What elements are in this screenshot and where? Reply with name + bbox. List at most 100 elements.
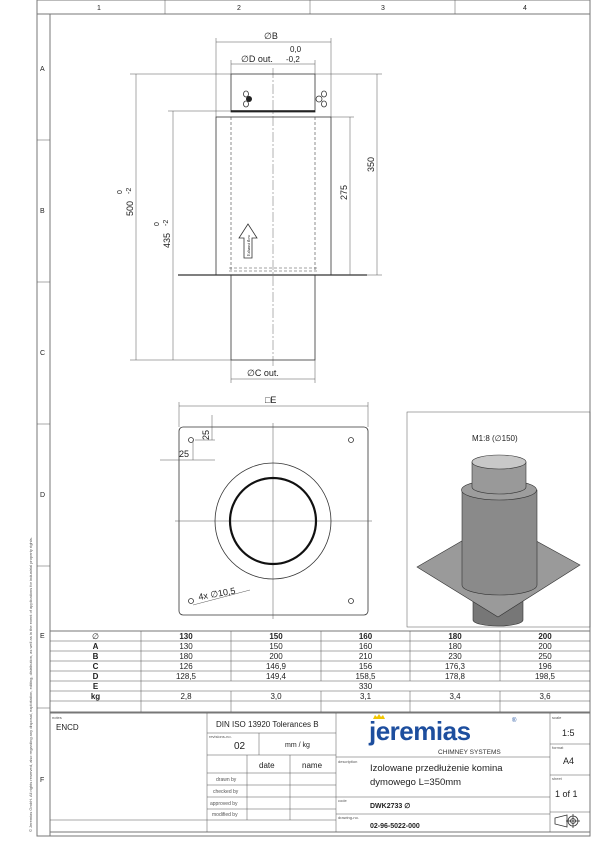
table-cell: 230	[448, 652, 462, 661]
scale-value: 1:5	[562, 728, 575, 738]
column-label-2: 2	[237, 5, 241, 12]
table-cell: 178,8	[445, 672, 466, 681]
brand-subtitle: CHIMNEY SYSTEMS	[438, 749, 501, 756]
table-cell: 200	[269, 652, 283, 661]
table-row-label: E	[93, 682, 99, 691]
table-cell: 156	[359, 662, 373, 671]
sheet-label: sheet	[552, 776, 563, 781]
table-cell: 3,6	[539, 692, 551, 701]
drawing-no-label: drawing-no.	[338, 815, 359, 820]
wing-nut-icon	[243, 90, 252, 108]
name-header: name	[302, 761, 323, 770]
mounting-hole-icon	[188, 598, 194, 604]
dim-25-vertical-label: 25	[201, 430, 211, 440]
dim-275-label: 275	[339, 185, 349, 200]
table-cell: 150	[269, 642, 283, 651]
dim-d-tol-lower: -0,2	[286, 55, 300, 64]
table-cell: 250	[538, 652, 552, 661]
table-cell: 158,5	[355, 672, 376, 681]
wing-nut-icon	[315, 90, 327, 108]
row-label-f: F	[40, 777, 44, 784]
units: mm / kg	[285, 742, 310, 749]
code-label: code	[338, 798, 347, 803]
dim-435-label: 435	[162, 233, 172, 248]
exhaust-flow-label: Exhaust flow	[246, 235, 251, 256]
mounting-hole-icon	[348, 598, 354, 604]
row-label-d: D	[40, 492, 45, 499]
table-cell: 176,3	[445, 662, 466, 671]
registered-mark: ®	[512, 717, 517, 724]
holes-label: 4x ∅10,5	[198, 586, 237, 602]
table-cell: 130	[179, 642, 193, 651]
first-angle-projection-icon	[554, 814, 580, 828]
iso-scale-label: M1:8 (∅150)	[472, 434, 518, 443]
dim-500-label: 500	[125, 201, 135, 216]
format-label: format	[552, 745, 564, 750]
notes-value: ENCD	[56, 723, 79, 732]
table-header-cell: 180	[448, 632, 462, 641]
code-value: DWK2733 ∅	[370, 802, 410, 810]
dim-435-tol-lower: -2	[163, 220, 170, 226]
brand-name: jeremias	[368, 716, 471, 746]
table-header-cell: 130	[179, 632, 193, 641]
table-cell: 3,1	[360, 692, 372, 701]
plan-view: □E 25 25 4x ∅10,5	[160, 395, 372, 619]
dim-c-label: ∅C out.	[247, 368, 279, 378]
table-cell: 3,4	[449, 692, 461, 701]
table-cell: 160	[359, 642, 373, 651]
drawing-no-value: 02-96-5022-000	[370, 823, 420, 830]
copyright-notice: © Jeremias GmbH. All rights reserved, al…	[28, 537, 33, 832]
description-line1: Izolowane przedłużenie komina	[370, 763, 503, 774]
approved-by-label: approved by	[210, 801, 238, 807]
jeremias-logo: jeremias ® CHIMNEY SYSTEMS	[368, 714, 517, 756]
table-cell: 146,9	[266, 662, 287, 671]
dim-b-label: ∅B	[264, 31, 278, 41]
table-cell: 128,5	[176, 672, 197, 681]
dim-25-horizontal-label: 25	[179, 449, 189, 459]
notes-label: notes	[52, 715, 62, 720]
drawn-by-label: drawn by	[216, 777, 237, 783]
modified-by-label: modified by	[212, 812, 238, 818]
table-cell: 210	[359, 652, 373, 661]
table-header-cell: 150	[269, 632, 283, 641]
table-row-label: kg	[91, 692, 100, 701]
title-block: notes ENCD DIN ISO 13920 Tolerances B re…	[49, 712, 591, 833]
dim-435-tol-upper: 0	[154, 222, 161, 226]
dim-350-label: 350	[366, 157, 376, 172]
dim-500-tol-lower: -2	[126, 188, 133, 194]
table-cell: 180	[179, 652, 193, 661]
format-value: A4	[563, 756, 574, 766]
dim-d-label: ∅D out.	[241, 54, 273, 64]
mounting-hole-icon	[188, 437, 194, 443]
table-header-cell: ∅	[92, 632, 99, 641]
description-label: description	[338, 759, 357, 764]
table-cell: 126	[179, 662, 193, 671]
description-line2: dymowego L=350mm	[370, 777, 461, 788]
tolerances: DIN ISO 13920 Tolerances B	[216, 720, 319, 729]
table-cell: 180	[448, 642, 462, 651]
column-label-3: 3	[381, 5, 385, 12]
table-cell: 149,4	[266, 672, 287, 681]
row-label-a: A	[40, 66, 45, 73]
dim-e-label: □E	[265, 395, 276, 405]
row-label-c: C	[40, 350, 45, 357]
table-cell: 3,0	[270, 692, 282, 701]
scale-label: scale	[552, 715, 562, 720]
dim-d-tol-upper: 0,0	[290, 45, 302, 54]
exhaust-flow-arrow-icon: Exhaust flow	[238, 223, 258, 259]
checked-by-label: checked by	[213, 789, 239, 795]
table-cell: 330	[359, 682, 373, 691]
table-cell: 2,8	[180, 692, 192, 701]
table-row-label: C	[93, 662, 99, 671]
mounting-hole-icon	[348, 437, 354, 443]
column-label-1: 1	[97, 5, 101, 12]
revisions-label: revisions-no.	[209, 734, 232, 739]
table-header-cell: 160	[359, 632, 373, 641]
date-header: date	[259, 761, 275, 770]
column-label-4: 4	[523, 5, 527, 12]
row-label-e: E	[40, 633, 45, 640]
sheet-value: 1 of 1	[555, 789, 578, 799]
table-row-label: A	[93, 642, 99, 651]
